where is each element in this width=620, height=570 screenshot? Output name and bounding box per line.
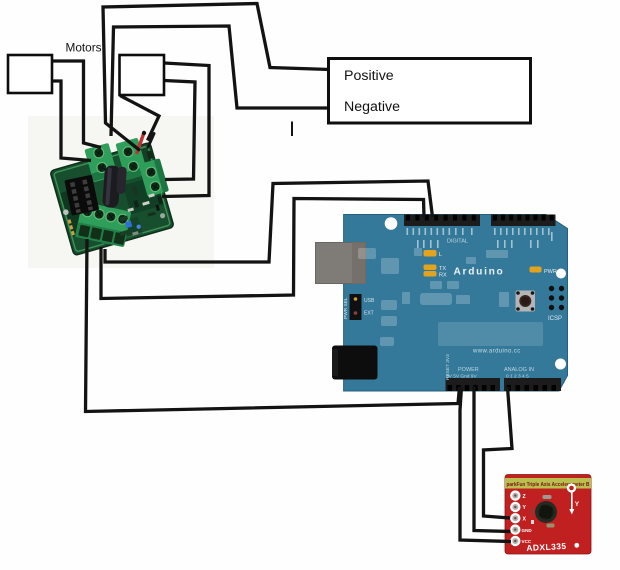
- svg-text:Positive: Positive: [344, 68, 394, 84]
- svg-text:Motors: Motors: [66, 41, 102, 55]
- svg-text:ADXL335: ADXL335: [526, 541, 567, 553]
- svg-text:PWR: PWR: [544, 269, 557, 275]
- svg-text:Arduino: Arduino: [454, 267, 505, 278]
- svg-text:www.arduino.cc: www.arduino.cc: [472, 349, 521, 355]
- svg-text:PWR SEL: PWR SEL: [343, 297, 349, 319]
- svg-text:parkFun Triple Axis Accelerome: parkFun Triple Axis Accelerometer B: [507, 482, 590, 488]
- svg-text:0 1 2 3 4 5: 0 1 2 3 4 5: [506, 374, 529, 380]
- svg-text:TX: TX: [439, 266, 446, 272]
- svg-text:POWER: POWER: [458, 367, 479, 373]
- svg-text:GND: GND: [522, 528, 533, 533]
- svg-text:Z: Z: [523, 494, 527, 500]
- svg-text:Negative: Negative: [344, 99, 400, 115]
- svg-text:VCC: VCC: [522, 539, 532, 544]
- svg-text:ANALOG IN: ANALOG IN: [504, 367, 534, 373]
- svg-text:3V 5V Gnd 9V: 3V 5V Gnd 9V: [446, 374, 477, 380]
- svg-text:RX: RX: [439, 272, 447, 278]
- svg-text:EXT: EXT: [364, 311, 374, 317]
- svg-text:L: L: [439, 252, 442, 258]
- svg-text:USB: USB: [364, 298, 375, 304]
- svg-text:DIGITAL: DIGITAL: [447, 239, 468, 245]
- svg-text:RESET 3V3: RESET 3V3: [445, 354, 451, 380]
- svg-text:Y: Y: [575, 501, 580, 508]
- svg-text:ICSP: ICSP: [548, 316, 562, 322]
- svg-text:X: X: [523, 516, 527, 522]
- svg-text:Y: Y: [523, 505, 527, 511]
